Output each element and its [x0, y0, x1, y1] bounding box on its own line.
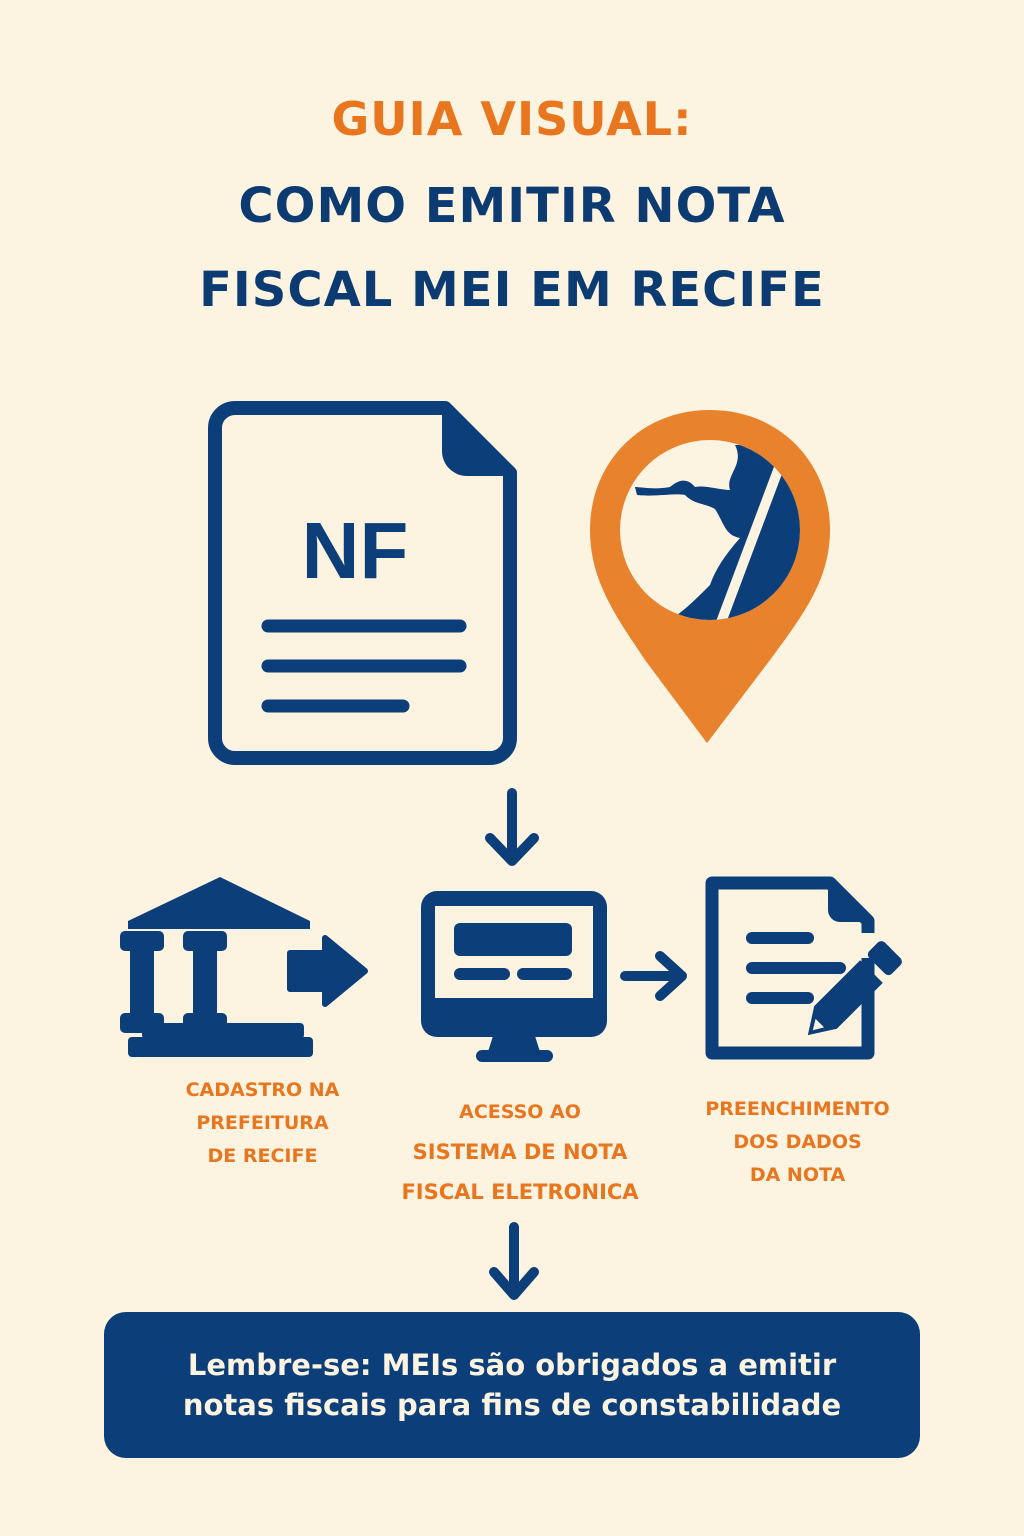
recife-map-pin-icon — [590, 410, 830, 743]
step-3-label: PREENCHIMENTO DOS DADOS DA NOTA — [690, 1093, 905, 1192]
step-3-line: PREENCHIMENTO — [705, 1098, 890, 1120]
step-1-line: DE RECIFE — [207, 1145, 318, 1167]
step-2-line: SISTEMA DE NOTA — [412, 1140, 628, 1164]
down-arrow-icon — [489, 1222, 539, 1300]
document-edit-icon — [705, 876, 902, 1060]
title-line-2: COMO EMITIR NOTA — [238, 178, 786, 234]
step-3-line: DOS DADOS — [733, 1131, 862, 1153]
step-2-label: ACESSO AO SISTEMA DE NOTA FISCAL ELETRON… — [390, 1092, 650, 1212]
title-line-3: FISCAL MEI EM RECIFE — [199, 262, 825, 318]
reminder-note: Lembre-se: MEIs são obrigados a emitir n… — [104, 1312, 920, 1458]
step-3-line: DA NOTA — [749, 1164, 846, 1186]
step-1-line: PREFEITURA — [196, 1112, 329, 1134]
title-line-1: GUIA VISUAL: — [331, 92, 693, 146]
step-1-label: CADASTRO NA PREFEITURA DE RECIFE — [150, 1074, 375, 1173]
government-building-icon — [120, 877, 368, 1057]
right-arrow-icon — [620, 951, 687, 1001]
down-arrow-icon — [485, 788, 539, 866]
nf-text: NF — [302, 506, 409, 595]
computer-monitor-icon — [421, 891, 607, 1062]
step-2-line: FISCAL ELETRONICA — [401, 1180, 639, 1204]
step-2-line: ACESSO AO — [459, 1101, 581, 1123]
invoice-document-icon: NF — [208, 401, 517, 765]
reminder-line-1: Lembre-se: MEIs são obrigados a emitir — [187, 1348, 837, 1382]
step-1-line: CADASTRO NA — [185, 1079, 340, 1101]
reminder-line-2: notas fiscais para fins de constabilidad… — [182, 1388, 842, 1422]
